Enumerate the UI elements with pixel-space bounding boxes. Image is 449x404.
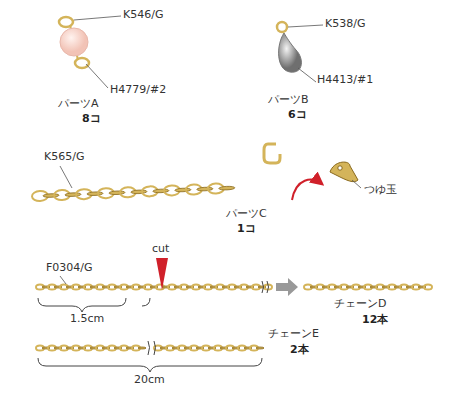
cut-mark <box>156 258 168 290</box>
part-number: F0304/G <box>46 262 93 275</box>
dimension: 20cm <box>134 374 165 387</box>
part-name: パーツA <box>58 98 99 111</box>
part-number: K538/G <box>325 18 365 31</box>
jump-ring <box>264 144 280 163</box>
chain-e-left <box>36 346 146 351</box>
tsuyudama-part <box>330 162 358 182</box>
bracket-1-5cm <box>38 298 150 312</box>
chain-d <box>304 285 432 290</box>
part-number: K565/G <box>44 151 84 164</box>
quantity: 12本 <box>362 314 388 327</box>
leader-line <box>298 68 316 82</box>
chain-name: チェーンD <box>334 298 386 311</box>
leader-line <box>352 180 361 188</box>
part-name: パーツC <box>226 208 267 221</box>
cut-label: cut <box>152 243 169 256</box>
chain-f0304 <box>36 285 272 290</box>
dimension: 1.5cm <box>70 313 104 326</box>
leader-line <box>288 25 323 27</box>
quantity: 6コ <box>288 109 307 122</box>
part-b <box>277 22 301 72</box>
part-name: パーツB <box>268 94 309 107</box>
leader-line <box>86 64 108 88</box>
quantity: 2本 <box>290 344 309 357</box>
break-mark <box>148 341 156 355</box>
part-c-chain <box>32 183 235 201</box>
chain-e-right <box>154 346 264 351</box>
part-number: H4779/#2 <box>110 84 166 97</box>
red-arrow <box>292 180 322 200</box>
chain-name: チェーンE <box>268 328 319 341</box>
part-name: つゆ玉 <box>364 184 397 197</box>
part-number: H4413/#1 <box>317 74 373 87</box>
quantity: 1コ <box>237 223 256 236</box>
leader-line <box>60 276 66 284</box>
quantity: 8コ <box>82 113 101 126</box>
bracket-20cm <box>38 358 262 372</box>
part-number: K546/G <box>123 9 163 22</box>
leader-line <box>74 16 121 20</box>
leader-line <box>60 166 72 188</box>
part-a <box>59 17 89 68</box>
break-mark <box>262 281 269 293</box>
grey-arrow <box>276 278 298 296</box>
